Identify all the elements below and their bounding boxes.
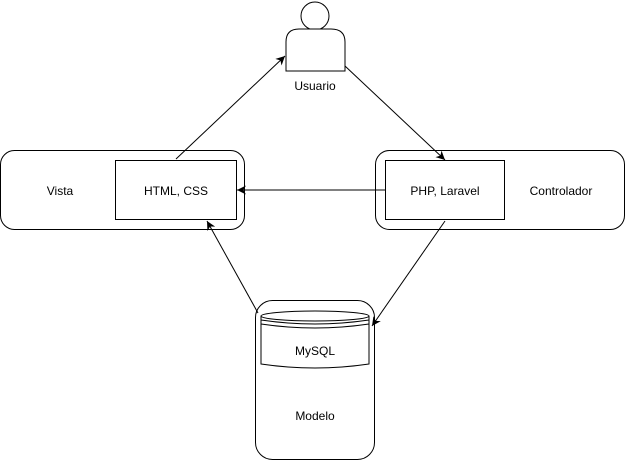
arrow-model-to-view [206,220,259,314]
controller-php-laravel-box [385,160,505,220]
arrow-user-to-controller [344,65,446,161]
view-container: Vista HTML, CSS [0,150,245,230]
model-container: MySQL Modelo [255,300,375,460]
view-html-css-label: HTML, CSS [144,184,208,198]
arrow-view-to-user [175,55,286,160]
user-actor: Usuario [285,1,346,93]
controller-php-laravel-label: PHP, Laravel [410,184,479,198]
view-html-css-box [115,160,237,220]
mysql-label: MySQL [295,344,335,358]
user-head-icon [300,1,330,31]
arrow-controller-to-model [371,220,446,327]
mysql-database-icon [260,310,370,369]
user-body-icon [285,28,346,72]
user-label: Usuario [294,79,336,93]
controller-container: PHP, Laravel Controlador [375,150,625,230]
view-label: Vista [47,184,74,198]
controller-label: Controlador [530,184,593,198]
model-label: Modelo [295,409,335,423]
